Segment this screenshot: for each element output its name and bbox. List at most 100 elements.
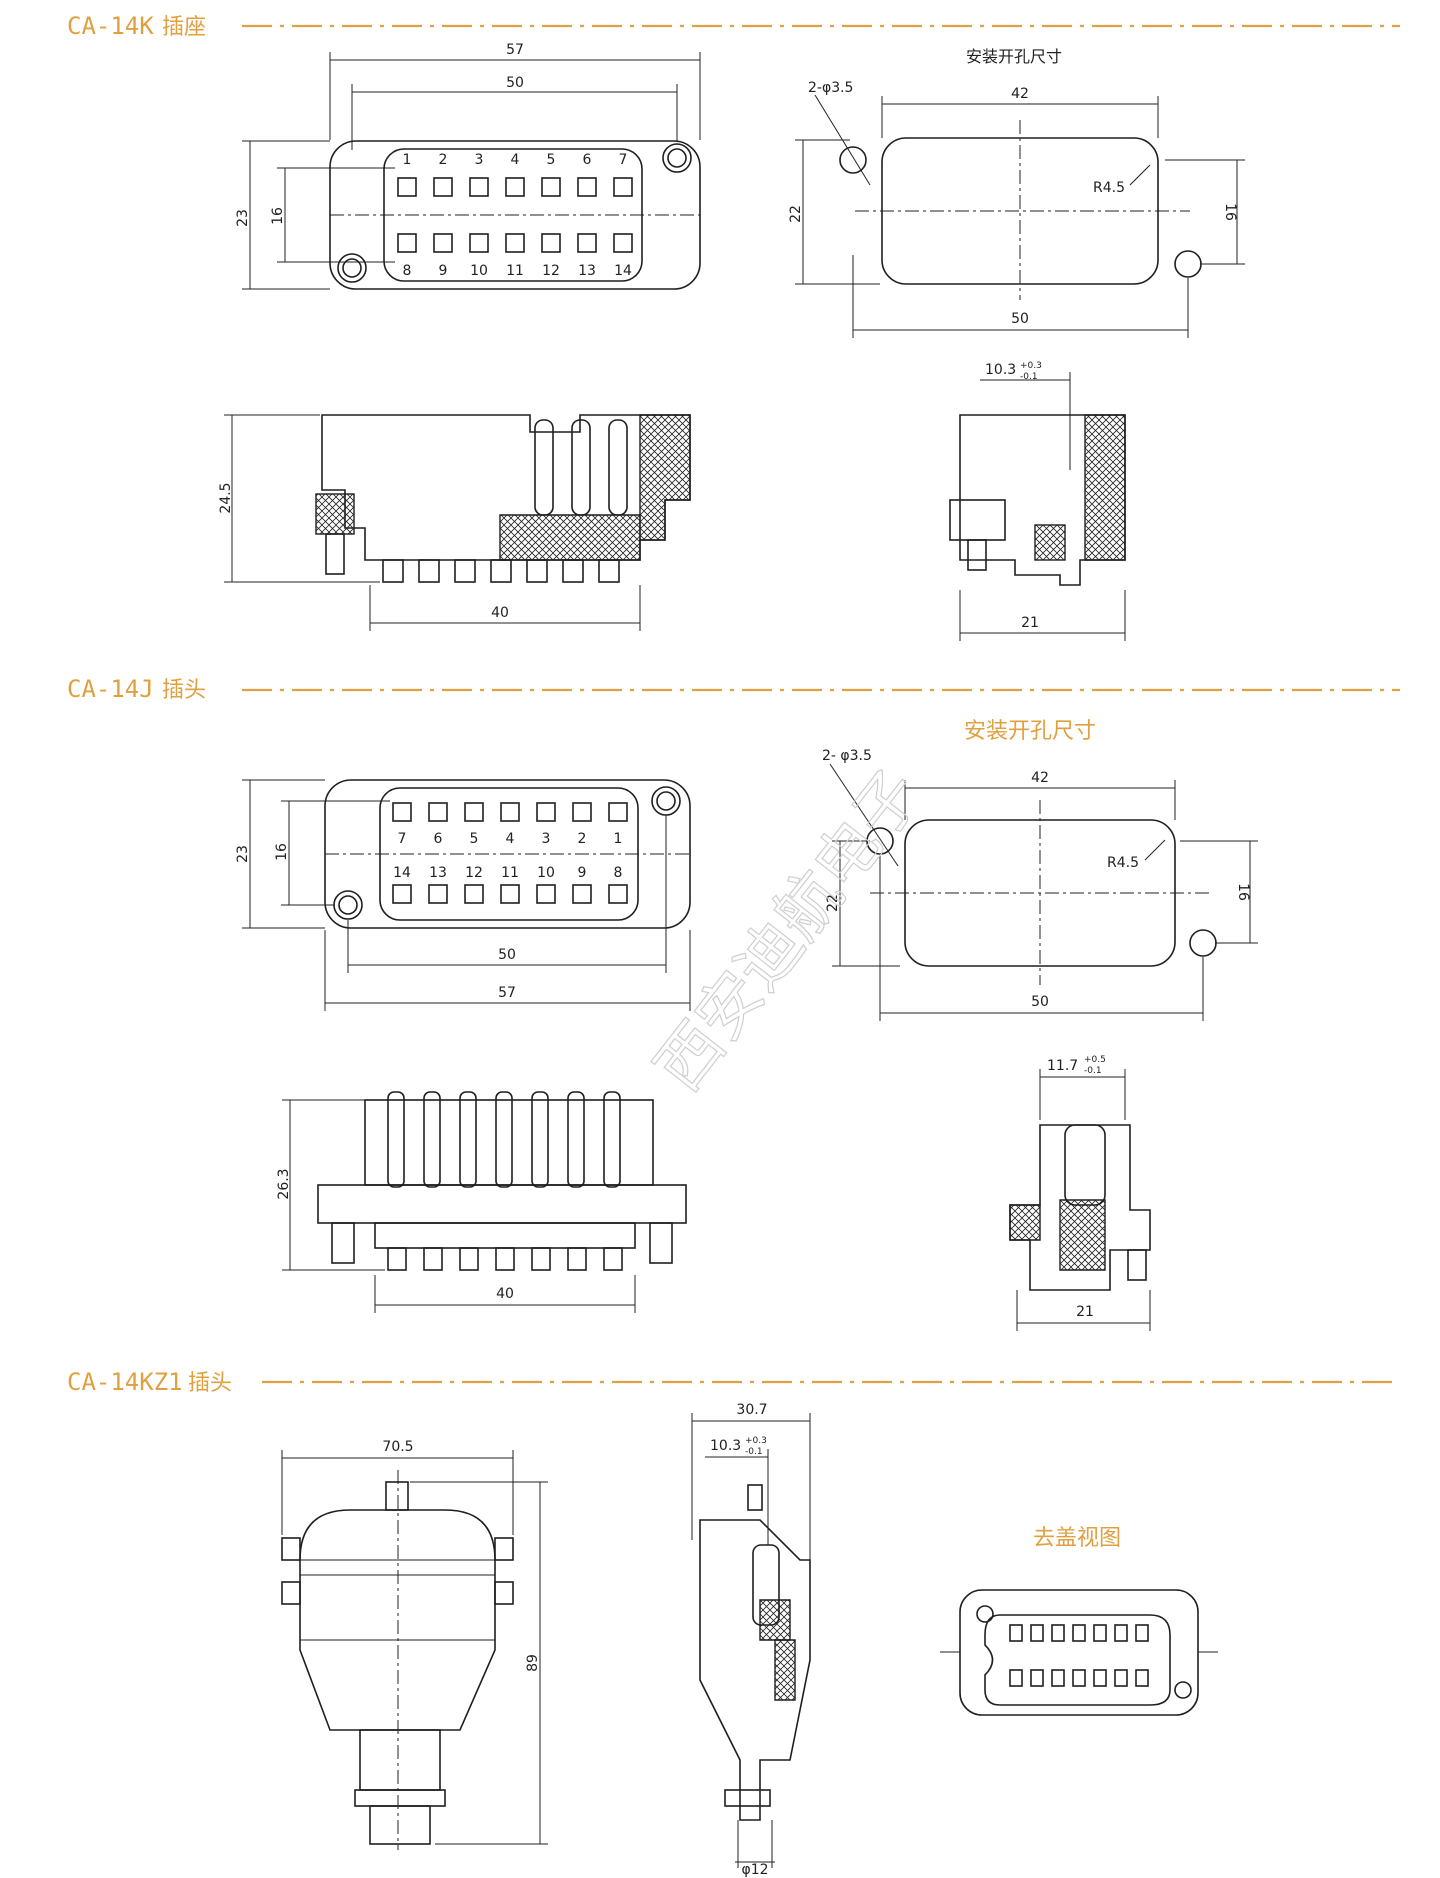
leader-holes [829,763,899,867]
pin-label: 1 [614,831,623,847]
hatched-section [759,1599,791,1641]
contacts-top-row [392,802,628,822]
pin-label: 5 [547,152,556,168]
pin-label: 10 [470,263,488,279]
cable-stub-top [385,1481,409,1511]
dim-phi12: φ12 [741,1862,768,1878]
pin-label: 2 [439,152,448,168]
solder-tails [382,559,620,583]
pin-label: 7 [398,831,407,847]
section-title-ca14j-model: CA-14J [67,675,154,703]
contact-housing [364,1099,654,1186]
dim-50: 50 [498,947,516,963]
mount-hole-bottom [337,253,367,283]
contacts-top-row [397,177,633,197]
ca14kz1-cover-removed-view: 去盖视图 [940,1526,1218,1716]
mount-hole-top [662,143,692,173]
section-title-ca14j-type: 插头 [162,678,206,703]
dim-10-3: 10.3 [710,1438,741,1454]
dim-70-5: 70.5 [382,1439,413,1455]
dim-89: 89 [525,1654,541,1672]
dim-50: 50 [1011,311,1029,327]
section-title-ca14k-model: CA-14K [67,12,154,40]
cutout-label: 安装开孔尺寸 [964,719,1096,744]
pin-label: 6 [583,152,592,168]
latch-right-bottom [494,1581,514,1605]
dim-10-3-tol-up: +0.3 [745,1436,767,1446]
watermark: 西安迪航电子 [642,757,937,1105]
ca14k-side-view-2: 10.3 +0.3 -0.1 21 [949,361,1126,641]
dim-11-7-tol-up: +0.5 [1084,1055,1106,1065]
screw-shank [325,533,345,575]
pin-label: 8 [403,263,412,279]
dim-r: R4.5 [1093,180,1125,196]
dim-holes: 2- φ3.5 [822,748,872,764]
dim-10-3-tol-dn: -0.1 [745,1447,763,1457]
dim-10-3-tol-up: +0.3 [1020,361,1042,371]
dim-40: 40 [496,1286,514,1302]
mount-hole-bottom-inner [342,258,362,278]
pin-label: 3 [475,152,484,168]
ca14kz1-side-view: 30.7 10.3 +0.3 -0.1 φ12 [691,1402,811,1878]
dim-16: 16 [274,843,290,861]
contacts-bottom-row [397,233,633,253]
ca14k-front-view: 1 2 3 4 5 6 7 8 9 10 11 12 13 14 57 50 2… [235,42,701,290]
ca14k-side-view: 24.5 40 [218,414,691,631]
pin-label: 11 [501,865,519,881]
dim-holes: 2-φ3.5 [808,80,853,96]
mount-hole-top-inner [667,148,687,168]
section-ca14k-header: CA-14K 插座 [67,12,1400,40]
cable-gland [359,1729,441,1791]
hatched-bushing [315,493,355,535]
dim-10-3: 10.3 [985,362,1016,378]
cutout-hole-bottom [1174,250,1202,278]
ca14k-mounting-cutout: 安装开孔尺寸 2-φ3.5 42 R4.5 22 16 50 [788,47,1245,338]
section-title-ca14kz1-type: 插头 [188,1371,232,1396]
screw-2 [1127,1249,1147,1281]
dim-50: 50 [1031,994,1049,1010]
dim-22: 22 [788,205,804,223]
dim-23: 23 [235,845,251,863]
cutout-label: 安装开孔尺寸 [966,47,1062,66]
pin-label: 7 [619,152,628,168]
pin-label: 10 [537,865,555,881]
pin-label: 4 [506,831,515,847]
hatched-wall [639,414,691,541]
dim-40: 40 [491,605,509,621]
contact-springs [534,419,628,516]
dim-22: 22 [825,894,841,912]
cable-outlet [369,1805,431,1845]
hatched-insert-2 [1034,524,1066,561]
pin-label: 5 [470,831,479,847]
dim-11-7: 11.7 [1047,1058,1078,1074]
section-title-ca14kz1-model: CA-14KZ1 [67,1368,183,1396]
dim-16: 16 [270,207,286,225]
pin-label: 6 [434,831,443,847]
dim-42: 42 [1031,770,1049,786]
ca14j-front-view: 7 6 5 4 3 2 1 14 13 12 11 10 9 8 23 16 5… [235,779,691,1011]
screw-2 [967,539,987,571]
hatched-wall-2 [1084,414,1126,561]
latch-profile [752,1544,780,1626]
cutout-hole-bottom [1189,929,1217,957]
section-title-ca14k-type: 插座 [162,15,206,40]
dim-50: 50 [506,75,524,91]
solder-tails [387,1247,623,1271]
dim-42: 42 [1011,86,1029,102]
pin-label: 13 [578,263,596,279]
pin-contacts [387,1091,621,1188]
contacts-top-row [1009,1624,1149,1642]
hood-profile [699,1519,811,1821]
latch-left-bottom [281,1581,301,1605]
dim-r: R4.5 [1107,855,1139,871]
pin-label: 14 [393,865,411,881]
dim-21: 21 [1076,1304,1094,1320]
pin-label: 9 [578,865,587,881]
dim-23: 23 [235,209,251,227]
dim-10-3-tol-dn: -0.1 [1020,372,1038,382]
section-ca14j-header: CA-14J 插头 [67,675,1400,703]
gland-nut [354,1789,446,1807]
hatched-body-2 [1059,1199,1106,1271]
dim-16: 16 [1235,883,1251,901]
